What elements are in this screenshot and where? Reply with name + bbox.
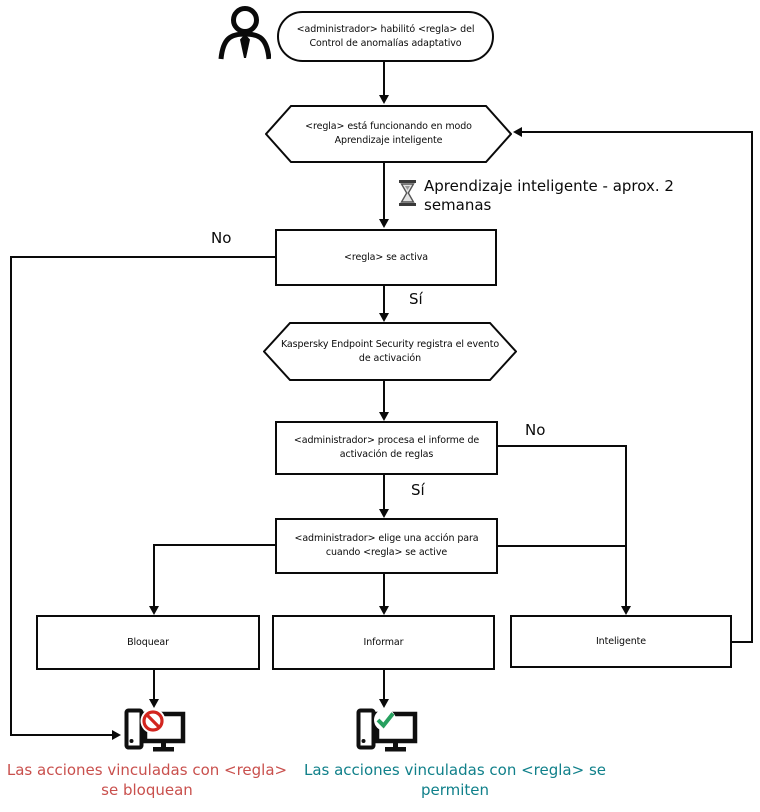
no-loop-line bbox=[10, 734, 112, 736]
node-rule-triggers: <regla> se activa bbox=[275, 229, 497, 286]
no-loop-line bbox=[10, 256, 12, 735]
hexagon-shape bbox=[264, 105, 513, 163]
allowed-computer-icon bbox=[356, 708, 418, 752]
arrowhead-down bbox=[149, 606, 159, 615]
arrowhead-right bbox=[112, 730, 121, 740]
arrowhead-down bbox=[379, 95, 389, 104]
arrowhead-down bbox=[379, 699, 389, 708]
edge-label-yes-1: Sí bbox=[409, 290, 423, 308]
arrowhead-down bbox=[379, 509, 389, 518]
connector-log-report bbox=[383, 380, 385, 412]
arrowhead-down bbox=[149, 699, 159, 708]
node-action-inform: Informar bbox=[272, 615, 495, 670]
node-learning-mode-label: <regla> está funcionando en modo Aprendi… bbox=[305, 121, 472, 146]
feedback-loop-line bbox=[521, 131, 753, 133]
hexagon-shape bbox=[262, 322, 518, 381]
branch-smart-line bbox=[498, 545, 627, 547]
node-event-logged-label: Kaspersky Endpoint Security registra el … bbox=[280, 338, 500, 364]
edge-label-yes-2: Sí bbox=[411, 481, 425, 499]
branch-inform-line bbox=[383, 574, 385, 606]
node-action-smart-label: Inteligente bbox=[595, 635, 647, 647]
node-action-smart: Inteligente bbox=[510, 615, 732, 668]
connector-trigger-log bbox=[383, 286, 385, 313]
node-learning-mode: <regla> está funcionando en modo Aprendi… bbox=[264, 105, 513, 163]
node-admin-report-label: <administrador> procesa el informe de ac… bbox=[293, 435, 480, 460]
arrowhead-down bbox=[621, 606, 631, 615]
allowed-outcome-caption: Las acciones vinculadas con <regla> se p… bbox=[303, 761, 607, 799]
node-start: <administrador> habilitó <regla> del Con… bbox=[277, 11, 494, 62]
arrowhead-left bbox=[513, 127, 522, 137]
node-start-label: <administrador> habilitó <regla> del Con… bbox=[296, 23, 475, 49]
edge-label-no-right: No bbox=[525, 421, 546, 439]
node-admin-report: <administrador> procesa el informe de ac… bbox=[275, 421, 498, 475]
node-action-inform-label: Informar bbox=[363, 636, 404, 648]
arrowhead-down bbox=[379, 412, 389, 421]
arrowhead-down bbox=[379, 219, 389, 228]
node-action-block-label: Bloquear bbox=[127, 636, 169, 648]
no-branch-line bbox=[625, 445, 627, 606]
branch-block-line bbox=[154, 544, 275, 546]
connector-report-action bbox=[383, 475, 385, 509]
connector-learning-trigger bbox=[383, 162, 385, 219]
edge-label-no-left: No bbox=[211, 229, 232, 247]
arrowhead-down bbox=[379, 606, 389, 615]
feedback-loop-line bbox=[751, 132, 753, 643]
branch-block-line bbox=[153, 544, 155, 606]
no-branch-line bbox=[498, 445, 627, 447]
blocked-outcome-caption: Las acciones vinculadas con <regla> se b… bbox=[6, 761, 288, 799]
hourglass-icon bbox=[399, 180, 416, 206]
arrowhead-down bbox=[379, 313, 389, 322]
learning-duration-note: Aprendizaje inteligente - aprox. 2 seman… bbox=[424, 177, 674, 214]
node-action-block: Bloquear bbox=[36, 615, 260, 670]
connector-start-learning bbox=[383, 62, 385, 96]
blocked-computer-icon bbox=[124, 708, 186, 752]
node-rule-triggers-label: <regla> se activa bbox=[344, 251, 428, 263]
connector-block-outcome bbox=[153, 670, 155, 699]
node-admin-action: <administrador> elige una acción para cu… bbox=[275, 518, 498, 574]
node-event-logged: Kaspersky Endpoint Security registra el … bbox=[262, 322, 518, 381]
no-loop-line bbox=[10, 256, 275, 258]
node-admin-action-label: <administrador> elige una acción para cu… bbox=[294, 533, 479, 558]
connector-inform-outcome bbox=[383, 670, 385, 699]
person-icon bbox=[218, 6, 271, 60]
feedback-loop-line bbox=[732, 641, 753, 643]
